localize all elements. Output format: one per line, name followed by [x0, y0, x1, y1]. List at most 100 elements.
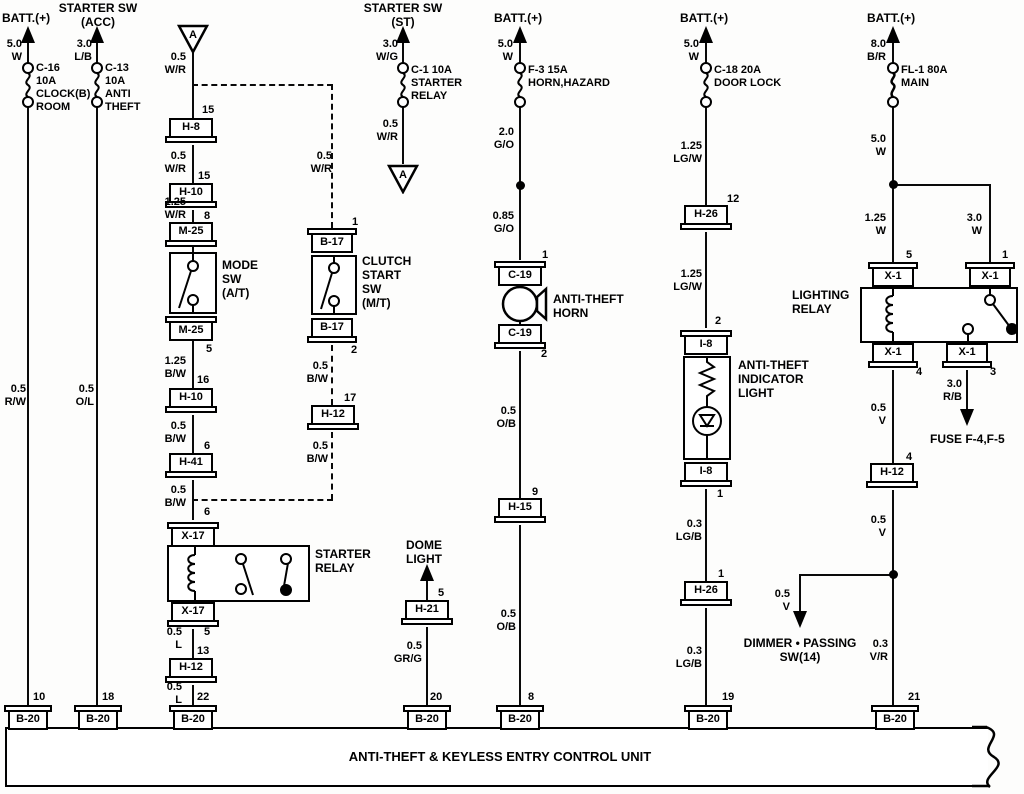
connector-flag-a: A: [387, 164, 419, 194]
wire-label: 3.0 W: [966, 212, 982, 237]
fuse-icon: [22, 62, 34, 108]
connector-box: B-20: [684, 705, 732, 730]
wire: [27, 104, 29, 705]
junction-dot: [889, 570, 898, 579]
wire-label: 5.0 W: [6, 38, 22, 63]
device-label: LIGHTING RELAY: [792, 288, 850, 317]
fuse-icon: [700, 62, 712, 108]
wire-label: 0.3 LG/B: [675, 518, 702, 543]
wire-label: 5.0 W: [497, 38, 513, 63]
device-box-clutch-start-sw: [311, 255, 357, 315]
connector-box: M-25: [165, 316, 217, 341]
wire-label: 0.3 LG/B: [675, 645, 702, 670]
switch-symbol: [320, 257, 340, 313]
fuse-icon: [397, 62, 409, 108]
arrow-up-icon: [699, 26, 713, 43]
wire-label: 0.5 V: [870, 514, 886, 539]
wire: [426, 579, 428, 600]
dashed-wire: [192, 84, 333, 86]
wire: [192, 415, 194, 453]
dashed-wire: [331, 432, 333, 500]
device-label: MODE SW (A/T): [222, 258, 258, 301]
pin-label: 6: [204, 506, 211, 518]
wire: [519, 351, 521, 498]
connector-box: H-8: [165, 118, 217, 143]
pin-label: 18: [102, 691, 115, 703]
connector-box: B-20: [403, 705, 451, 730]
fuse-label: C-13 10A ANTI THEFT: [105, 62, 141, 113]
wire: [966, 370, 968, 410]
wire-label: 0.5 L: [166, 681, 182, 706]
wire-label: 0.5 W/R: [164, 51, 186, 76]
wire-label: 0.85 G/O: [492, 210, 514, 235]
wire: [192, 341, 194, 388]
device-label: CLUTCH START SW (M/T): [362, 254, 412, 311]
wire: [27, 41, 29, 66]
pin-label: 20: [430, 691, 443, 703]
pin-label: 2: [541, 348, 548, 360]
arrow-up-icon: [21, 26, 35, 43]
pin-label: 2: [351, 344, 358, 356]
pin-label: 1: [717, 488, 724, 500]
wire-label: 0.5 B/W: [306, 360, 328, 385]
wire: [892, 490, 894, 710]
pin-label: 10: [33, 691, 46, 703]
arrow-up-icon: [886, 26, 900, 43]
wire-label: 0.5 O/B: [496, 405, 516, 430]
fuse-icon: [91, 62, 103, 108]
wire-label: 1.25 LG/W: [673, 140, 702, 165]
pin-label: 4: [906, 451, 913, 463]
relay-symbol: [885, 289, 1016, 341]
wire: [192, 210, 194, 224]
wire-label: 0.5 W/R: [376, 118, 398, 143]
pin-label: 9: [532, 486, 539, 498]
source-label: STARTER SW (ST): [363, 1, 443, 30]
connector-box: M-25: [165, 222, 217, 247]
switch-symbol: [178, 254, 199, 312]
control-unit-label: ANTI-THEFT & KEYLESS ENTRY CONTROL UNIT: [348, 749, 652, 764]
indicator-symbol: [692, 358, 722, 458]
control-unit-box: [5, 727, 988, 787]
device-box-mode-sw: [169, 252, 217, 314]
connector-box: X-1: [965, 262, 1015, 287]
pin-label: 1: [352, 216, 359, 228]
flag-letter: A: [189, 29, 197, 41]
wire-label: 0.5 GR/G: [393, 640, 422, 665]
wire-label: 0.5 W/R: [164, 150, 186, 175]
pin-label: 15: [202, 104, 215, 116]
connector-box: H-12: [165, 658, 217, 683]
wire-label: 5.0 W: [683, 38, 699, 63]
wire: [705, 232, 707, 328]
connector-box: X-1: [942, 343, 992, 368]
device-box-lighting-relay: [860, 287, 1018, 343]
wire: [192, 53, 194, 120]
fuse-label: FL-1 80A MAIN: [901, 64, 948, 89]
wire: [892, 184, 991, 186]
arrow-up-icon: [513, 26, 527, 43]
pin-label: 5: [206, 343, 213, 355]
wire-label: 0.5 B/W: [164, 420, 186, 445]
wire-label: 0.5 O/B: [496, 608, 516, 633]
fuse-label: C-18 20A DOOR LOCK: [714, 64, 782, 89]
wire: [705, 41, 707, 66]
fuse-icon: [514, 62, 526, 108]
wire-label: 0.5 V: [870, 402, 886, 427]
source-label: BATT.(+): [2, 11, 51, 25]
pin-label: 5: [204, 626, 211, 638]
device-label: STARTER RELAY: [315, 547, 371, 576]
connector-box: H-26: [680, 205, 732, 230]
dest-label: DOME LIGHT: [406, 538, 442, 567]
wire-label: 8.0 B/R: [867, 38, 886, 63]
wire-label: 1.25 LG/W: [673, 268, 702, 293]
wire: [192, 145, 194, 185]
connector-box: B-20: [74, 705, 122, 730]
connector-box: I-8: [680, 330, 732, 355]
wire-label: 3.0 R/B: [943, 378, 962, 403]
pin-label: 15: [198, 170, 211, 182]
wire-label: 3.0 L/B: [74, 38, 92, 63]
source-label: BATT.(+): [867, 11, 916, 25]
wire: [705, 489, 707, 581]
arrow-up-icon: [396, 26, 410, 43]
wire: [402, 41, 404, 66]
